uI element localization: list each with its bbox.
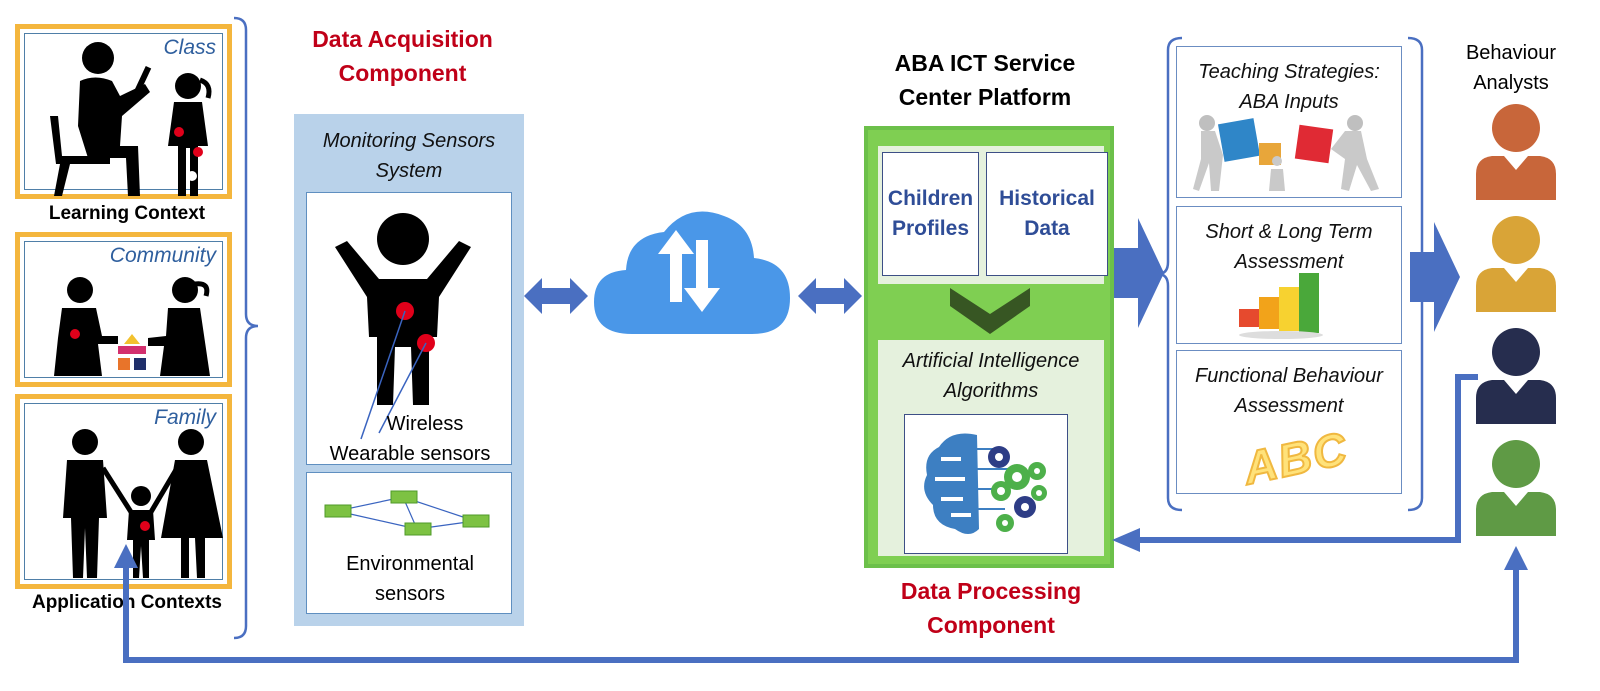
- community-context-box: Community: [15, 232, 232, 387]
- family-tag: Family: [154, 406, 216, 429]
- platform-title-line2: Center Platform: [898, 84, 1072, 110]
- wearable-line2: Wearable sensors: [329, 443, 491, 465]
- environmental-sensors-label: Environmental sensors: [307, 549, 513, 609]
- historical-line2: Data: [1024, 217, 1070, 240]
- ai-image-box: [904, 414, 1068, 554]
- family-context-frame: Family: [24, 403, 223, 580]
- body-sensors-icon: [335, 213, 471, 440]
- platform-container: Children Profiles Historical Data Artifi…: [864, 126, 1114, 568]
- platform-title-line1: ABA ICT Service: [894, 50, 1076, 76]
- env-line2: sensors: [374, 583, 446, 605]
- historical-data-box: Historical Data: [986, 152, 1108, 276]
- teaching-line1: Teaching Strategies:: [1198, 61, 1380, 83]
- functional-title: Functional Behaviour Assessment: [1177, 361, 1401, 421]
- data-acquisition-title-line2: Component: [338, 60, 467, 86]
- analyst-3-avatar: [1476, 328, 1556, 424]
- historical-line1: Historical: [999, 187, 1095, 210]
- behaviour-analysts-title: Behaviour Analysts: [1446, 38, 1576, 98]
- analysts-line2: Analysts: [1473, 72, 1549, 94]
- feedback-arrow-to-platform: [1112, 374, 1478, 552]
- block-arrow-to-outputs: [1114, 218, 1164, 328]
- monitoring-title-line2: System: [375, 160, 443, 182]
- children-profiles-box: Children Profiles: [882, 152, 979, 276]
- feedback-arrow-to-contexts: [114, 544, 1528, 663]
- teaching-title: Teaching Strategies: ABA Inputs: [1177, 57, 1401, 117]
- children-line1: Children: [887, 187, 974, 210]
- monitoring-sensors-panel: Monitoring Sensors System Wireless Weara…: [294, 114, 524, 626]
- bidirectional-arrow-right: [798, 278, 862, 314]
- children-playing-icon: [54, 277, 210, 376]
- ai-title: Artificial Intelligence Algorithms: [878, 346, 1104, 406]
- ai-line2: Algorithms: [943, 380, 1039, 402]
- brain-gears-icon: [924, 433, 1047, 534]
- functional-line2: Assessment: [1234, 395, 1344, 417]
- ai-line1: Artificial Intelligence: [902, 350, 1080, 372]
- wearable-sensors-label: Wireless Wearable sensors: [307, 409, 513, 469]
- chevron-down-icon: [950, 288, 1030, 334]
- data-acquisition-title: Data Acquisition Component: [290, 22, 515, 90]
- assessment-box: Short & Long Term Assessment: [1176, 206, 1402, 344]
- processing-title-line2: Component: [927, 612, 1055, 638]
- analysts-line1: Behaviour: [1465, 42, 1557, 64]
- cloud-icon: [594, 211, 790, 334]
- family-icon: [63, 429, 223, 578]
- environmental-sensors-box: Environmental sensors: [306, 472, 512, 614]
- monitoring-sensors-title: Monitoring Sensors System: [294, 126, 524, 186]
- data-acquisition-title-line1: Data Acquisition: [312, 26, 493, 52]
- functional-line1: Functional Behaviour: [1195, 365, 1383, 387]
- teaching-line2: ABA Inputs: [1239, 91, 1339, 113]
- assessment-title: Short & Long Term Assessment: [1177, 217, 1401, 277]
- teacher-child-icon: [50, 42, 212, 196]
- analyst-4-avatar: [1476, 440, 1556, 536]
- analyst-2-avatar: [1476, 216, 1556, 312]
- data-processing-title: Data Processing Component: [866, 574, 1116, 642]
- platform-title: ABA ICT Service Center Platform: [860, 46, 1110, 114]
- children-line2: Profiles: [891, 217, 969, 240]
- contexts-brace: [233, 16, 259, 640]
- outputs-brace-left: [1157, 36, 1183, 512]
- class-context-box: Class: [15, 24, 232, 199]
- profiles-area: Children Profiles Historical Data: [878, 146, 1108, 284]
- teaching-strategies-box: Teaching Strategies: ABA Inputs: [1176, 46, 1402, 198]
- env-line1: Environmental: [346, 553, 474, 575]
- class-context-frame: Class: [24, 33, 223, 196]
- bidirectional-arrow-left: [524, 278, 588, 314]
- wearable-sensors-box: Wireless Wearable sensors: [306, 192, 512, 465]
- assessment-line1: Short & Long Term: [1205, 221, 1373, 243]
- community-tag: Community: [109, 244, 216, 267]
- class-tag: Class: [163, 36, 216, 59]
- bar-chart-icon: [1239, 273, 1323, 339]
- assessment-line2: Assessment: [1234, 251, 1344, 273]
- processing-title-line1: Data Processing: [900, 578, 1082, 604]
- learning-context-label: Learning Context: [48, 203, 206, 224]
- block-arrow-to-analysts: [1410, 222, 1460, 332]
- ai-area: Artificial Intelligence Algorithms: [878, 340, 1104, 556]
- monitoring-title-line1: Monitoring Sensors: [322, 130, 496, 152]
- sensor-network-icon: [324, 490, 490, 536]
- functional-assessment-box: Functional Behaviour Assessment ABC: [1176, 350, 1402, 495]
- community-context-frame: Community: [24, 241, 223, 378]
- analyst-1-avatar: [1476, 104, 1556, 200]
- family-context-box: Family: [15, 394, 232, 589]
- puzzle-people-icon: [1193, 115, 1379, 191]
- wearable-line1: Wireless: [386, 413, 464, 435]
